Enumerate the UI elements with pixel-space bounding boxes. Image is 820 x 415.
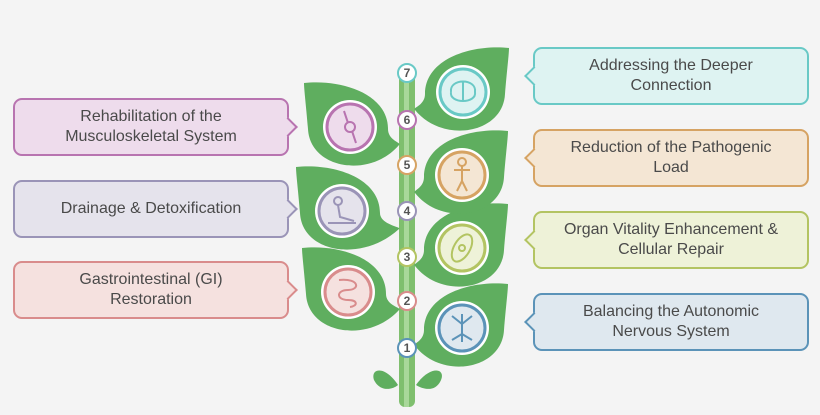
- intestine-icon: [323, 267, 373, 317]
- intestine-icon-glyph: [338, 278, 357, 308]
- knee-joint-icon-glyph: [343, 110, 357, 144]
- step-number-1: 1: [397, 338, 417, 358]
- massage-icon: [317, 186, 367, 236]
- brain-icon-glyph: [450, 80, 476, 102]
- massage-icon-glyph: [328, 196, 356, 224]
- cell-icon-glyph: [450, 233, 474, 263]
- callout-label: Addressing the Deeper Connection: [589, 57, 753, 94]
- step-number-2: 2: [397, 291, 417, 311]
- callout-step-3: Organ Vitality Enhancement & Cellular Re…: [524, 211, 809, 269]
- callout-step-4: Drainage & Detoxification: [13, 180, 298, 238]
- nerves-icon-glyph: [451, 314, 473, 342]
- leaf-6: [304, 82, 400, 166]
- step-number-4: 4: [397, 201, 417, 221]
- callout-step-2: Gastrointestinal (GI) Restoration: [13, 261, 298, 319]
- callout-label: Drainage & Detoxification: [60, 200, 242, 217]
- stem-highlight: [404, 72, 409, 407]
- step-number-5: 5: [397, 155, 417, 175]
- leaf-1: [414, 283, 508, 367]
- leaf-2: [302, 247, 400, 331]
- callout-label: Balancing the Autonomic Nervous System: [582, 303, 760, 340]
- body-icon-glyph: [454, 157, 470, 192]
- base-leaf-right: [416, 370, 442, 389]
- step-number-6: 6: [397, 110, 417, 130]
- leaf-7: [414, 47, 509, 131]
- callout-label: Organ Vitality Enhancement & Cellular Re…: [563, 221, 779, 258]
- base-leaf-left: [373, 370, 398, 389]
- callout-label: Reduction of the Pathogenic Load: [570, 139, 772, 176]
- step-number-7: 7: [397, 63, 417, 83]
- step-number-3: 3: [397, 247, 417, 267]
- callout-label: Gastrointestinal (GI) Restoration: [79, 271, 223, 308]
- leaf-5: [414, 130, 508, 214]
- callout-step-1: Balancing the Autonomic Nervous System: [524, 293, 809, 351]
- callout-step-5: Reduction of the Pathogenic Load: [524, 129, 809, 187]
- knee-joint-icon: [325, 102, 375, 152]
- callout-step-6: Rehabilitation of the Musculoskeletal Sy…: [13, 98, 298, 156]
- cell-icon: [437, 223, 487, 273]
- callout-label: Rehabilitation of the Musculoskeletal Sy…: [65, 108, 237, 145]
- leaf-4: [296, 166, 400, 250]
- callout-step-7: Addressing the Deeper Connection: [524, 47, 809, 105]
- leaf-3: [414, 203, 508, 287]
